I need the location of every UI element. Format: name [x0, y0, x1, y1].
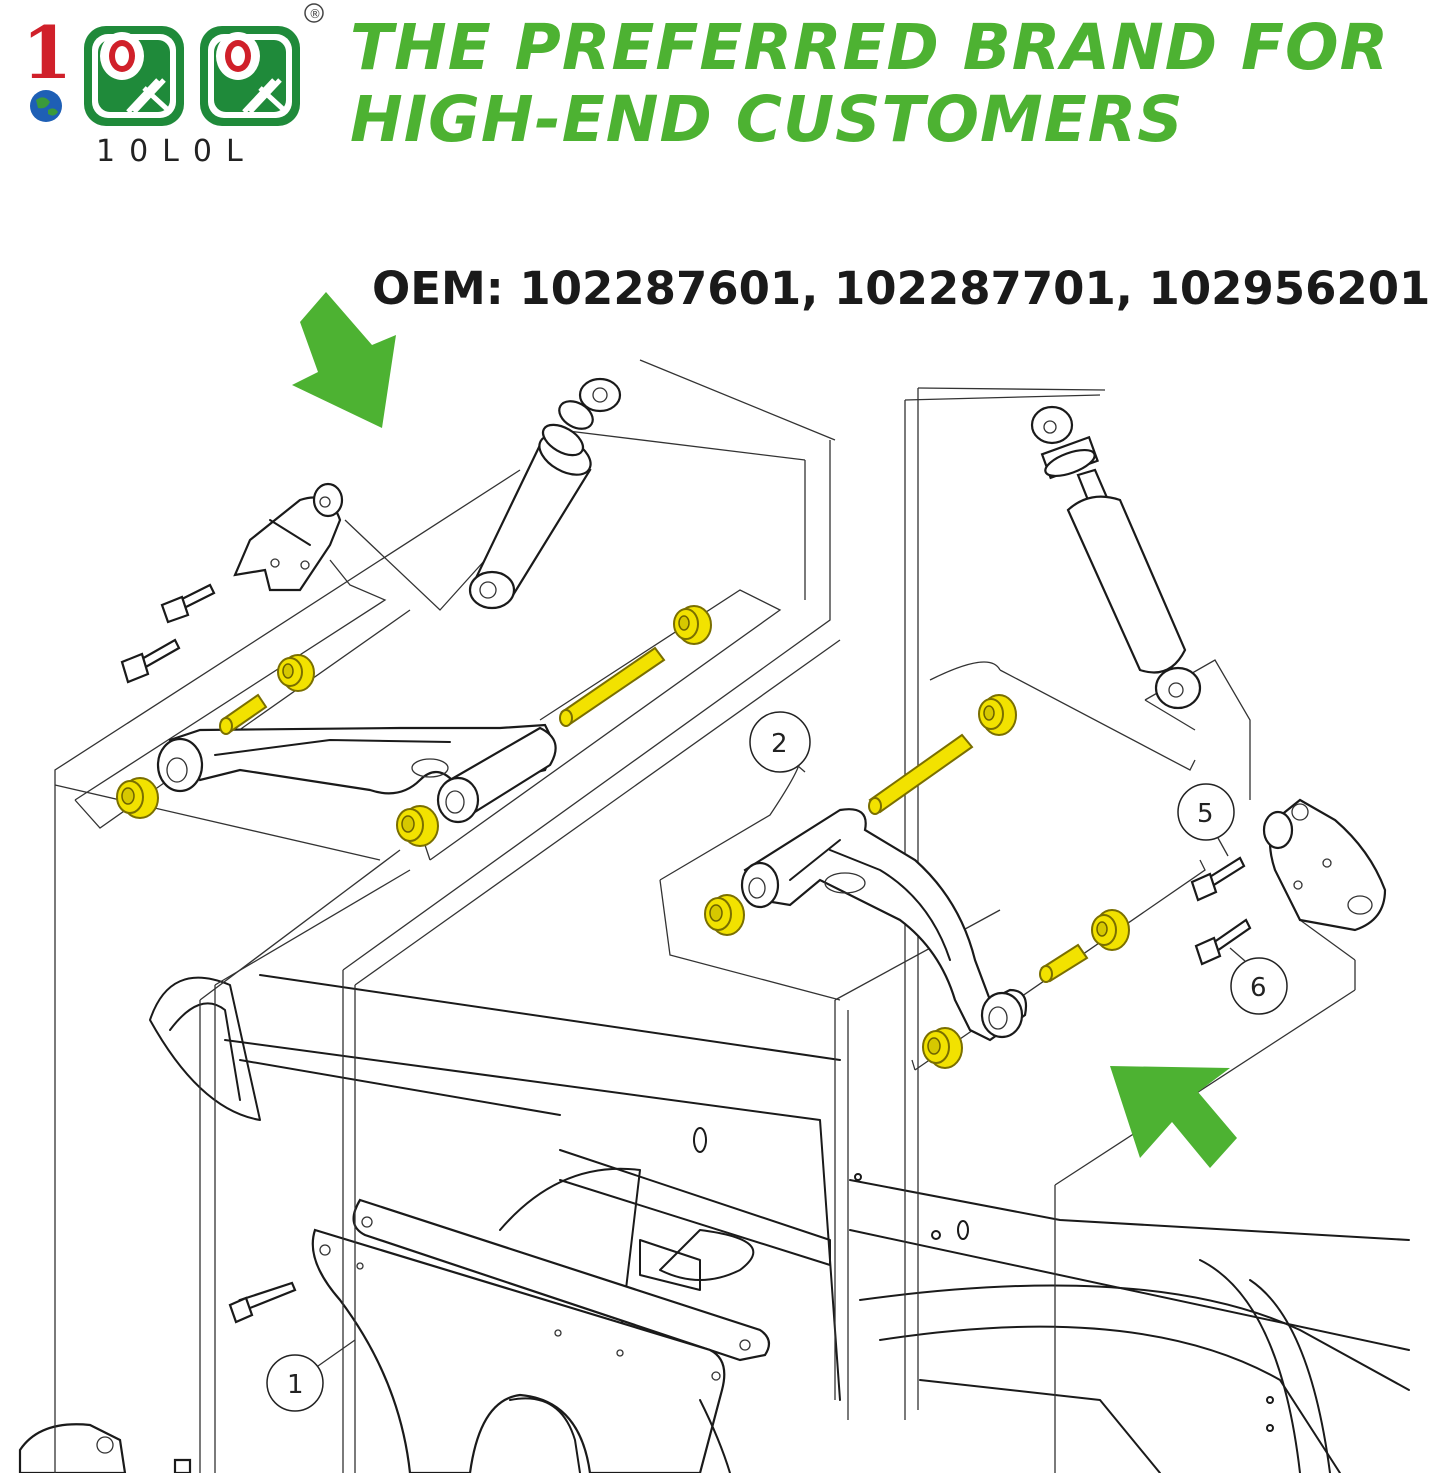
bushing-left-4 [673, 605, 712, 645]
callout-1-label: 1 [287, 1370, 304, 1400]
right-yellow-bushings [704, 694, 1130, 1069]
brand-logo-mark: 1 ® [22, 3, 324, 126]
right-bolts [1190, 856, 1252, 966]
brand-logo: 1 ® 10L0L [18, 0, 328, 175]
oem-part-numbers: OEM: 102287601, 102287701, 102956201 [372, 262, 1430, 315]
callout-6: 6 [1229, 947, 1288, 1015]
headline-line-2: HIGH-END CUSTOMERS [350, 83, 1184, 156]
left-suspension-assembly [74, 377, 806, 861]
right-shock-absorber [1030, 405, 1202, 710]
mounting-bracket-plate [228, 1198, 771, 1473]
left-a-arm [156, 723, 557, 824]
green-arrow-bottom-right [1110, 1066, 1237, 1168]
sleeve-left-short [219, 693, 268, 735]
headline-line-1: THE PREFERRED BRAND FOR [350, 11, 1390, 84]
bushing-right-3 [1091, 909, 1130, 951]
headline: THE PREFERRED BRAND FOR HIGH-END CUSTOME… [350, 12, 1405, 156]
right-a-arm [740, 808, 1028, 1042]
left-yellow-bushings [116, 605, 712, 847]
brand-logo-text: 10L0L [96, 134, 257, 169]
callout-1: 1 [266, 1339, 356, 1412]
callout-2-label: 2 [771, 729, 788, 759]
green-arrow-top-left [292, 292, 396, 428]
sleeve-right-short [1039, 943, 1089, 983]
sleeve-left-long [559, 646, 666, 727]
chassis-outline [149, 974, 1410, 1473]
left-bolts [120, 583, 216, 684]
right-lower-bracket [1262, 798, 1387, 932]
callout-5-label: 5 [1197, 799, 1214, 829]
partial-hub-part [18, 1423, 192, 1473]
svg-text:1: 1 [22, 10, 72, 95]
bushing-right-1 [704, 894, 745, 936]
bushing-left-1 [116, 777, 159, 819]
callout-2: 2 [749, 711, 811, 773]
left-shock-absorber [468, 377, 622, 610]
bushing-right-2 [978, 694, 1017, 736]
bushing-left-2 [396, 805, 439, 847]
right-suspension-assembly [659, 405, 1387, 1071]
bushing-left-3 [277, 654, 315, 692]
left-upper-bracket [233, 482, 344, 592]
callout-5: 5 [1177, 783, 1235, 857]
sleeve-right-long [868, 733, 974, 815]
registered-mark: ® [309, 7, 321, 21]
callout-6-label: 6 [1250, 973, 1267, 1003]
bushing-right-4 [922, 1027, 963, 1069]
assembly-guide-lines [54, 359, 1356, 1473]
